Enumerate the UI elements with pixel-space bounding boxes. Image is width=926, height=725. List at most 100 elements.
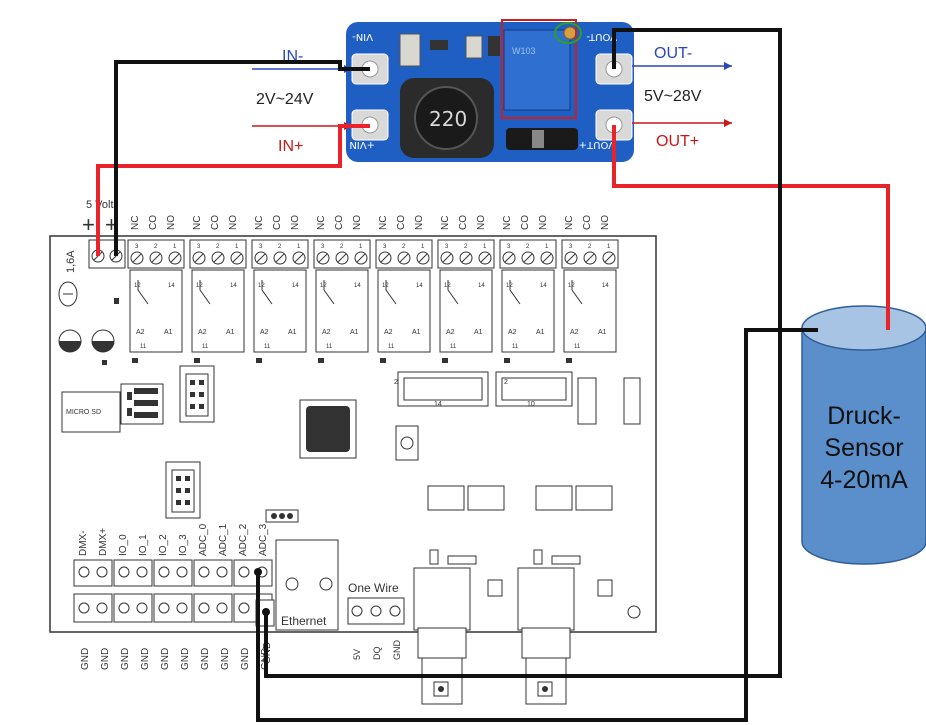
relay-coil-label: A1 bbox=[598, 329, 607, 336]
relay-coil-label: A2 bbox=[136, 329, 145, 336]
out-minus-label: OUT- bbox=[654, 45, 692, 62]
power-terminal bbox=[88, 239, 126, 269]
relay-pin-label: CO bbox=[520, 215, 531, 230]
terminal-number: 2 bbox=[588, 244, 592, 250]
gnd-label-5: GND bbox=[180, 648, 191, 670]
terminal-number: 3 bbox=[321, 244, 325, 250]
relay-pin-label: CO bbox=[582, 215, 593, 230]
relay-coil-label: A2 bbox=[260, 329, 269, 336]
fuse-rating-label: 1,6A bbox=[65, 250, 77, 273]
pot-marking: W103 bbox=[512, 46, 536, 56]
svg-text:11: 11 bbox=[388, 344, 395, 350]
terminal-number: 1 bbox=[235, 244, 239, 250]
svg-text:14: 14 bbox=[478, 283, 485, 289]
output-range-label: 5V~28V bbox=[644, 88, 702, 105]
svg-text:12: 12 bbox=[506, 283, 513, 289]
svg-text:11: 11 bbox=[264, 344, 271, 350]
svg-text:14: 14 bbox=[602, 283, 609, 289]
relay-pin-label: CO bbox=[272, 215, 283, 230]
terminal-number: 2 bbox=[464, 244, 468, 250]
header-top bbox=[179, 365, 215, 423]
io-label-0: DMX- bbox=[78, 530, 89, 556]
out-plus-label: OUT+ bbox=[656, 133, 699, 150]
pad-vout-minus-label: VOUT- bbox=[586, 31, 617, 42]
relay-pin-label: NC bbox=[440, 216, 451, 230]
relay-coil-label: A2 bbox=[384, 329, 393, 336]
terminal-number: 1 bbox=[545, 244, 549, 250]
reset-button-icon bbox=[395, 425, 419, 461]
mounting-hole bbox=[627, 605, 641, 619]
potentiometer-icon: W103 bbox=[503, 26, 577, 111]
io-label-4: IO_2 bbox=[158, 534, 169, 556]
relay-pin-label: NC bbox=[378, 216, 389, 230]
io-label-5: IO_3 bbox=[178, 534, 189, 556]
relay-pin-label: NC bbox=[564, 216, 575, 230]
terminal-number: 3 bbox=[135, 244, 139, 250]
io-label-8: ADC_2 bbox=[238, 523, 249, 556]
relay-coil-label: A1 bbox=[536, 329, 545, 336]
relay-pin-label: NC bbox=[192, 216, 203, 230]
relay-pin-label: CO bbox=[334, 215, 345, 230]
one-wire-label: One Wire bbox=[348, 581, 399, 595]
bnc-connector-1 bbox=[413, 549, 477, 705]
terminal-number: 2 bbox=[402, 244, 406, 250]
pad-vin-minus-label: VIN- bbox=[352, 31, 373, 42]
sensor-label-line1: Druck- bbox=[827, 402, 901, 430]
terminal-number: 1 bbox=[173, 244, 177, 250]
gnd-label-7: GND bbox=[220, 648, 231, 670]
in-plus-label: IN+ bbox=[278, 138, 303, 155]
relay-coil-label: A1 bbox=[474, 329, 483, 336]
pad-vout-plus-label: VOUT+ bbox=[579, 139, 615, 150]
svg-text:11: 11 bbox=[450, 344, 457, 350]
wiring bbox=[96, 28, 890, 722]
io-label-7: ADC_1 bbox=[218, 523, 229, 556]
relay-pin-label: NC bbox=[316, 216, 327, 230]
ic-chip-2 bbox=[623, 377, 641, 425]
gnd-label-4: GND bbox=[160, 648, 171, 670]
capacitor-icon-2 bbox=[91, 329, 115, 353]
io-label-2: IO_0 bbox=[118, 534, 129, 556]
terminal-number: 1 bbox=[607, 244, 611, 250]
relay-pin-label: NO bbox=[476, 215, 487, 230]
svg-text:12: 12 bbox=[258, 283, 265, 289]
terminal-number: 2 bbox=[278, 244, 282, 250]
io-label-3: IO_1 bbox=[138, 534, 149, 556]
wire-red-input bbox=[96, 124, 370, 256]
inductor-icon: 220 bbox=[400, 78, 494, 158]
svg-text:14: 14 bbox=[230, 283, 237, 289]
relay-pin-label: NC bbox=[130, 216, 141, 230]
svg-text:11: 11 bbox=[574, 344, 581, 350]
input-range-label: 2V~24V bbox=[256, 91, 314, 108]
relay-coil-label: A1 bbox=[412, 329, 421, 336]
gnd-label-8: GND bbox=[240, 648, 251, 670]
microcontroller-chip bbox=[299, 399, 357, 459]
svg-text:11: 11 bbox=[140, 344, 147, 350]
terminal-number: 3 bbox=[445, 244, 449, 250]
relay-pin-label: NO bbox=[228, 215, 239, 230]
wire-black-signal bbox=[256, 328, 818, 722]
inductor-marking: 220 bbox=[429, 107, 467, 131]
svg-text:12: 12 bbox=[134, 283, 141, 289]
micro-sd-slot: MICRO SD bbox=[61, 383, 164, 433]
relay-coil-label: A2 bbox=[322, 329, 331, 336]
wire-red-sensor bbox=[612, 125, 890, 330]
svg-text:GND: GND bbox=[392, 640, 402, 661]
relay-coil-label: A2 bbox=[446, 329, 455, 336]
ethernet-port: Ethernet bbox=[275, 539, 339, 631]
sensor-label-line2: Sensor bbox=[824, 434, 903, 462]
relay-pin-label: CO bbox=[210, 215, 221, 230]
terminal-number: 2 bbox=[340, 244, 344, 250]
svg-text:2: 2 bbox=[504, 379, 508, 386]
relay-coil-label: A1 bbox=[288, 329, 297, 336]
boost-converter-module: VIN- +VIN VOUT- VOUT+ 220 W103 bbox=[346, 19, 634, 162]
gnd-label-6: GND bbox=[200, 648, 211, 670]
svg-text:10: 10 bbox=[527, 401, 535, 408]
ribbon-header-left: 2 14 bbox=[394, 371, 489, 408]
io-label-9: ADC_3 bbox=[258, 523, 269, 556]
